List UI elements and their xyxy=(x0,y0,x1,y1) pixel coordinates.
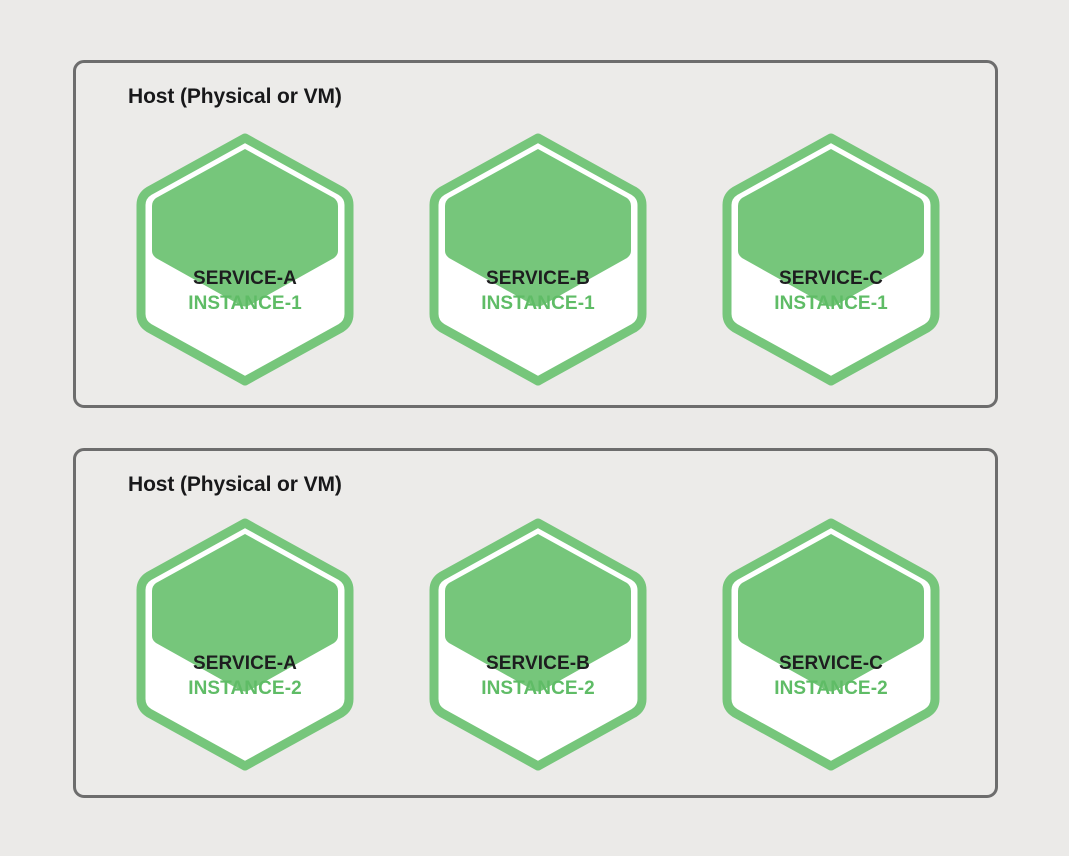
hexagon-package-icon xyxy=(722,518,940,771)
service-node-b-instance-1[interactable]: SERVICE-B INSTANCE-1 xyxy=(425,133,651,386)
host-label-2: Host (Physical or VM) xyxy=(128,473,342,496)
hexagon-package-icon xyxy=(722,133,940,386)
hexagon-package-icon xyxy=(136,133,354,386)
service-node-c-instance-2[interactable]: SERVICE-C INSTANCE-2 xyxy=(718,518,944,771)
service-node-c-instance-1[interactable]: SERVICE-C INSTANCE-1 xyxy=(718,133,944,386)
service-node-a-instance-1[interactable]: SERVICE-A INSTANCE-1 xyxy=(132,133,358,386)
hexagon-package-icon xyxy=(429,518,647,771)
hexagon-package-icon xyxy=(429,133,647,386)
service-node-b-instance-2[interactable]: SERVICE-B INSTANCE-2 xyxy=(425,518,651,771)
host-label-1: Host (Physical or VM) xyxy=(128,85,342,108)
service-node-a-instance-2[interactable]: SERVICE-A INSTANCE-2 xyxy=(132,518,358,771)
hexagon-package-icon xyxy=(136,518,354,771)
